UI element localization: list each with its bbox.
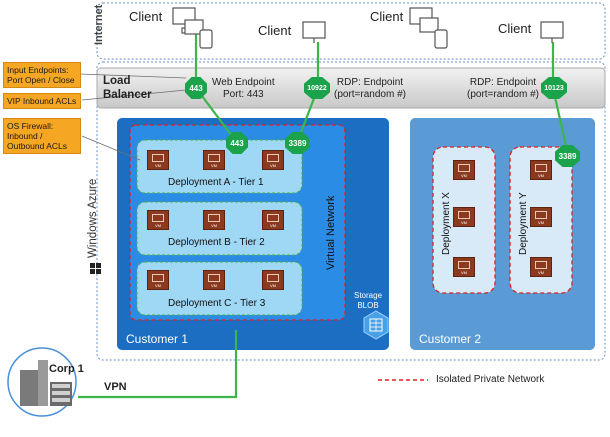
callout-input-endpoints: Input Endpoints: Port Open / Close <box>3 62 81 88</box>
vm-icon: VM <box>262 210 284 230</box>
vpn-label: VPN <box>104 381 127 393</box>
port-badge-depy-3389: 3389 <box>555 145 580 167</box>
client-icons <box>172 7 564 49</box>
internet-region <box>96 2 606 60</box>
deployment-y-label: Deployment Y <box>518 192 529 255</box>
vm-icon: VM <box>203 270 225 290</box>
web-endpoint-label: Web Endpoint Port: 443 <box>212 77 275 100</box>
callout-lines <box>79 73 187 161</box>
virtual-network-label: Virtual Network <box>325 195 337 270</box>
client-label-4: Client <box>498 21 532 36</box>
corp1-building-icon <box>7 347 77 417</box>
client-label-2: Client <box>258 23 292 38</box>
internet-label: Internet <box>93 4 105 45</box>
vm-icon: VM <box>262 270 284 290</box>
load-balancer-bar <box>96 67 606 109</box>
port-badge-tier1-443: 443 <box>226 132 248 154</box>
vm-icon: VM <box>203 210 225 230</box>
windows-logo-icon <box>90 263 101 274</box>
deployment-c-label: Deployment C - Tier 3 <box>168 298 266 309</box>
vm-icon: VM <box>530 257 552 277</box>
vm-icon: VM <box>453 257 475 277</box>
vm-icon: VM <box>147 270 169 290</box>
windows-azure-label: Windows Azure <box>87 178 99 258</box>
rdp-endpoint-label-1: RDP: Endpoint (port=random #) <box>334 77 406 100</box>
vm-icon: VM <box>203 150 225 170</box>
callout-vip-acls: VIP Inbound ACLs <box>3 93 81 109</box>
customer2-label: Customer 2 <box>419 332 482 346</box>
load-balancer-label: Load Balancer <box>103 75 152 101</box>
vm-icon: VM <box>262 150 284 170</box>
vm-icon: VM <box>147 150 169 170</box>
client-label-1: Client <box>129 9 163 24</box>
deployment-a-label: Deployment A - Tier 1 <box>168 177 264 188</box>
port-badge-tier1-3389: 3389 <box>285 132 310 154</box>
port-badge-10922: 10922 <box>304 77 330 99</box>
client-label-3: Client <box>370 9 404 24</box>
vm-icon: VM <box>453 207 475 227</box>
vm-icon: VM <box>147 210 169 230</box>
rdp-endpoint-label-2: RDP: Endpoint (port=random #) <box>467 77 539 100</box>
vm-icon: VM <box>530 207 552 227</box>
customer1-label: Customer 1 <box>126 332 189 346</box>
deployment-x-label: Deployment X <box>441 192 452 255</box>
deployment-b-label: Deployment B - Tier 2 <box>168 237 265 248</box>
vm-icon: VM <box>453 160 475 180</box>
callout-os-firewall: OS Firewall: Inbound / Outbound ACLs <box>3 118 81 154</box>
corp1-label: Corp 1 <box>49 363 84 375</box>
port-badge-10123: 10123 <box>541 77 567 99</box>
storage-blob-label: Storage BLOB <box>354 291 383 310</box>
port-badge-443: 443 <box>185 77 207 99</box>
isolated-network-legend: Isolated Private Network <box>436 374 545 385</box>
vm-icon: VM <box>530 160 552 180</box>
